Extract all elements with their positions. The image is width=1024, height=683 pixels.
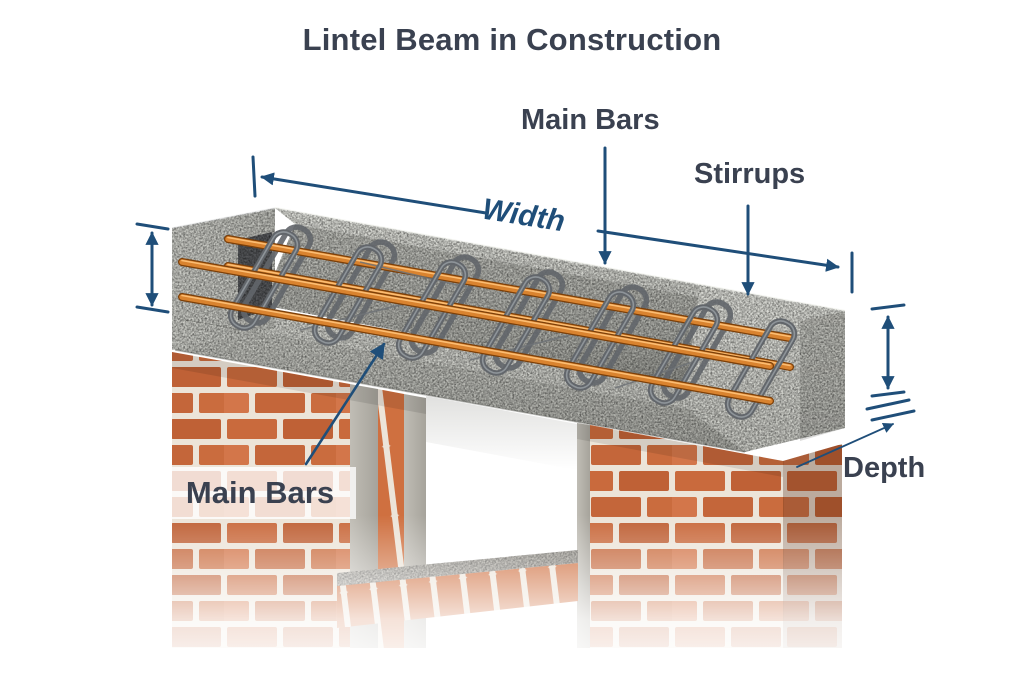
label-main-bars-top: Main Bars bbox=[521, 104, 660, 136]
rebar-cage bbox=[178, 224, 798, 420]
main-bar-front-upper bbox=[178, 258, 774, 370]
label-stirrups: Stirrups bbox=[694, 158, 806, 190]
main-bar-front-lower bbox=[178, 293, 774, 405]
beam-shadow-right bbox=[577, 423, 783, 477]
beam-shadow-left bbox=[172, 352, 426, 414]
width-dimension bbox=[251, 155, 854, 294]
height-dimension-left bbox=[135, 222, 170, 314]
label-depth: Depth bbox=[843, 452, 926, 484]
label-main-bars-bottom-band: Main Bars bbox=[164, 467, 356, 519]
bottom-fade bbox=[0, 515, 1024, 683]
main-bar-back-upper bbox=[224, 235, 794, 342]
opening-under-beam-shadow bbox=[426, 396, 577, 470]
label-main-bars-bottom: Main Bars bbox=[185, 475, 335, 510]
depth-dimension bbox=[796, 303, 916, 468]
diagram-title: Lintel Beam in Construction bbox=[302, 22, 722, 57]
depth-leader-arrow bbox=[796, 423, 894, 468]
main-bars-bottom-leader-arrow bbox=[304, 342, 386, 466]
